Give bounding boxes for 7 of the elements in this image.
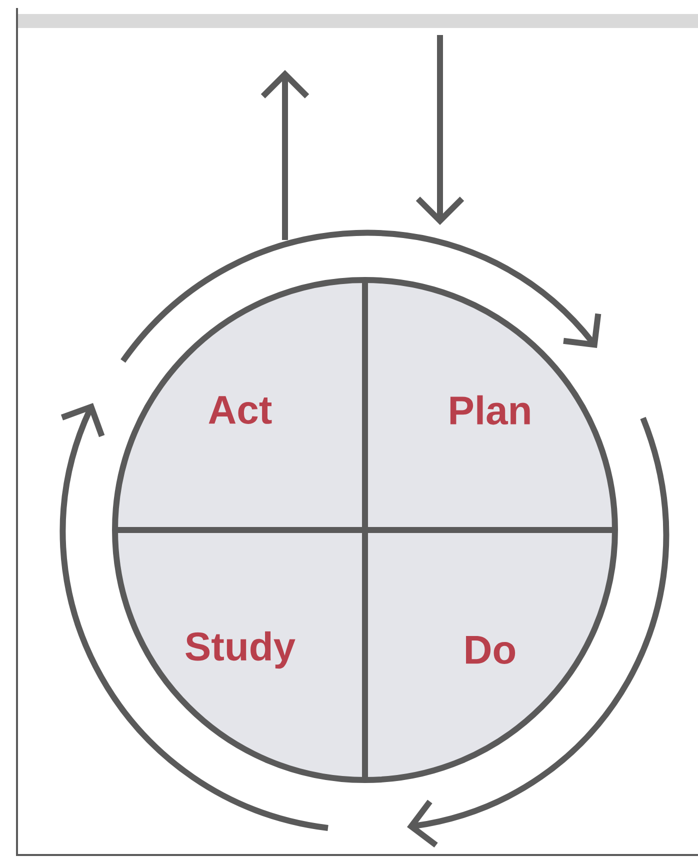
arrow — [60, 403, 329, 831]
quadrant: Act — [115, 280, 365, 530]
arrow — [407, 417, 668, 848]
quadrant: Plan — [365, 280, 615, 530]
quadrant: Do — [365, 530, 615, 780]
arrow — [120, 230, 602, 363]
quadrant: Study — [115, 530, 365, 780]
